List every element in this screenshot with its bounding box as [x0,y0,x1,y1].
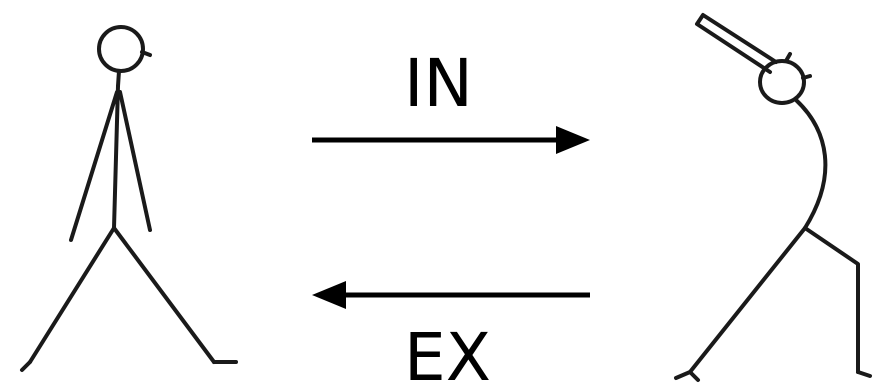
standing-figure-left-foot [20,360,32,372]
arrow-right-head [556,126,590,154]
back-bend-figure-front-foot [856,370,872,378]
standing-figure-right-leg [112,226,216,364]
back-bend-figure-hair-tuft [784,52,812,80]
standing-figure-torso [112,84,120,230]
back-bend-figure-torso [794,98,828,230]
back-bend-figure-back-foot [674,370,700,382]
standing-figure-neck [116,69,121,88]
arrow-left-head [312,281,346,309]
standing-figure-head [97,25,145,73]
inhale-label: IN [404,45,473,122]
arrow-left [312,281,590,309]
exhale-label: EX [404,319,491,391]
standing-figure-left-leg [28,226,116,364]
standing-figure-right-arm [118,90,152,232]
standing-figure-left-arm [69,90,119,242]
standing-figure-hair-tuft [140,50,152,57]
arrow-right [312,126,590,154]
back-bend-figure-front-leg [803,226,860,374]
back-bend-stick-figure [674,13,872,382]
back-bend-figure-back-leg [688,226,807,374]
standing-stick-figure [20,25,238,372]
back-bend-figure-arms [695,13,778,74]
back-bend-figure-head [758,59,806,105]
